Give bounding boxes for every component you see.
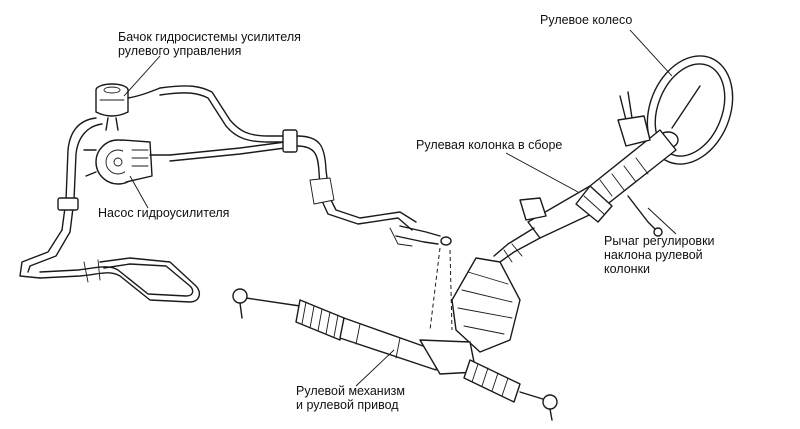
steering-wheel-drawing	[646, 55, 734, 165]
steering-rack-drawing	[232, 288, 558, 421]
steering-column-drawing	[493, 91, 677, 263]
label-tilt-lever: Рычаг регулировки наклона рулевой колонк…	[604, 234, 715, 276]
leader-tilt-lever	[647, 207, 677, 235]
leader-gear	[355, 349, 395, 387]
label-tilt-lever-line2: наклона рулевой	[604, 248, 703, 262]
reservoir-drawing	[95, 83, 161, 131]
label-gear-line1: Рулевой механизм	[296, 384, 406, 398]
leader-steering-wheel	[629, 29, 673, 77]
leader-column	[505, 152, 579, 193]
label-tilt-lever-line3: колонки	[604, 262, 651, 276]
column-boot-drawing	[429, 247, 521, 353]
leader-reservoir	[123, 55, 161, 97]
label-gear-line2: и рулевой привод	[296, 398, 399, 412]
label-pump-line1: Насос гидроусилителя	[98, 206, 230, 220]
label-column-line1: Рулевая колонка в сборе	[416, 138, 563, 152]
label-steering-wheel-line1: Рулевое колесо	[540, 13, 633, 27]
label-reservoir-line1: Бачок гидросистемы усилителя	[118, 30, 301, 44]
hydraulic-hoses	[19, 85, 452, 303]
label-reservoir: Бачок гидросистемы усилителя рулевого уп…	[118, 30, 301, 58]
label-reservoir-line2: рулевого управления	[118, 44, 242, 58]
label-tilt-lever-line1: Рычаг регулировки	[604, 234, 715, 248]
label-gear: Рулевой механизм и рулевой привод	[296, 384, 405, 412]
label-column: Рулевая колонка в сборе	[416, 138, 562, 152]
leader-pump	[129, 175, 149, 209]
pump-drawing	[83, 139, 171, 185]
label-pump: Насос гидроусилителя	[98, 206, 229, 220]
label-steering-wheel: Рулевое колесо	[540, 13, 632, 27]
leader-lines	[123, 29, 677, 387]
